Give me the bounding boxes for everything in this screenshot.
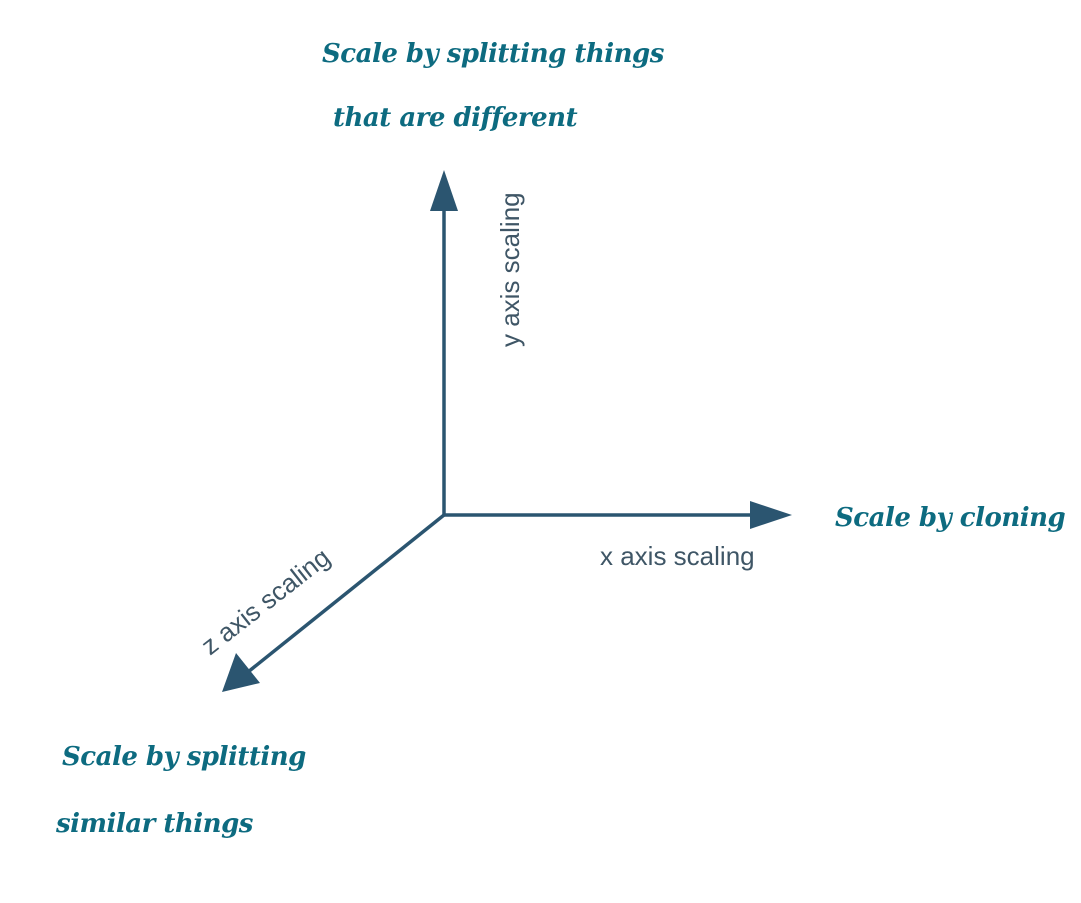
y-axis-label: y axis scaling — [495, 192, 525, 347]
y-axis-note-line2: that are different — [333, 103, 578, 133]
z-axis-note-line1: Scale by splitting — [62, 742, 306, 772]
z-axis-note-line2: similar things — [55, 809, 254, 839]
z-axis-label: z axis scaling — [195, 542, 335, 661]
z-axis-arrowhead — [222, 653, 260, 692]
y-axis-arrowhead — [430, 170, 458, 211]
x-axis-arrowhead — [750, 501, 792, 529]
x-axis-label: x axis scaling — [600, 541, 755, 571]
x-axis-note: Scale by cloning — [835, 503, 1065, 533]
z-axis-line — [246, 513, 446, 674]
y-axis-note-line1: Scale by splitting things — [322, 39, 665, 69]
